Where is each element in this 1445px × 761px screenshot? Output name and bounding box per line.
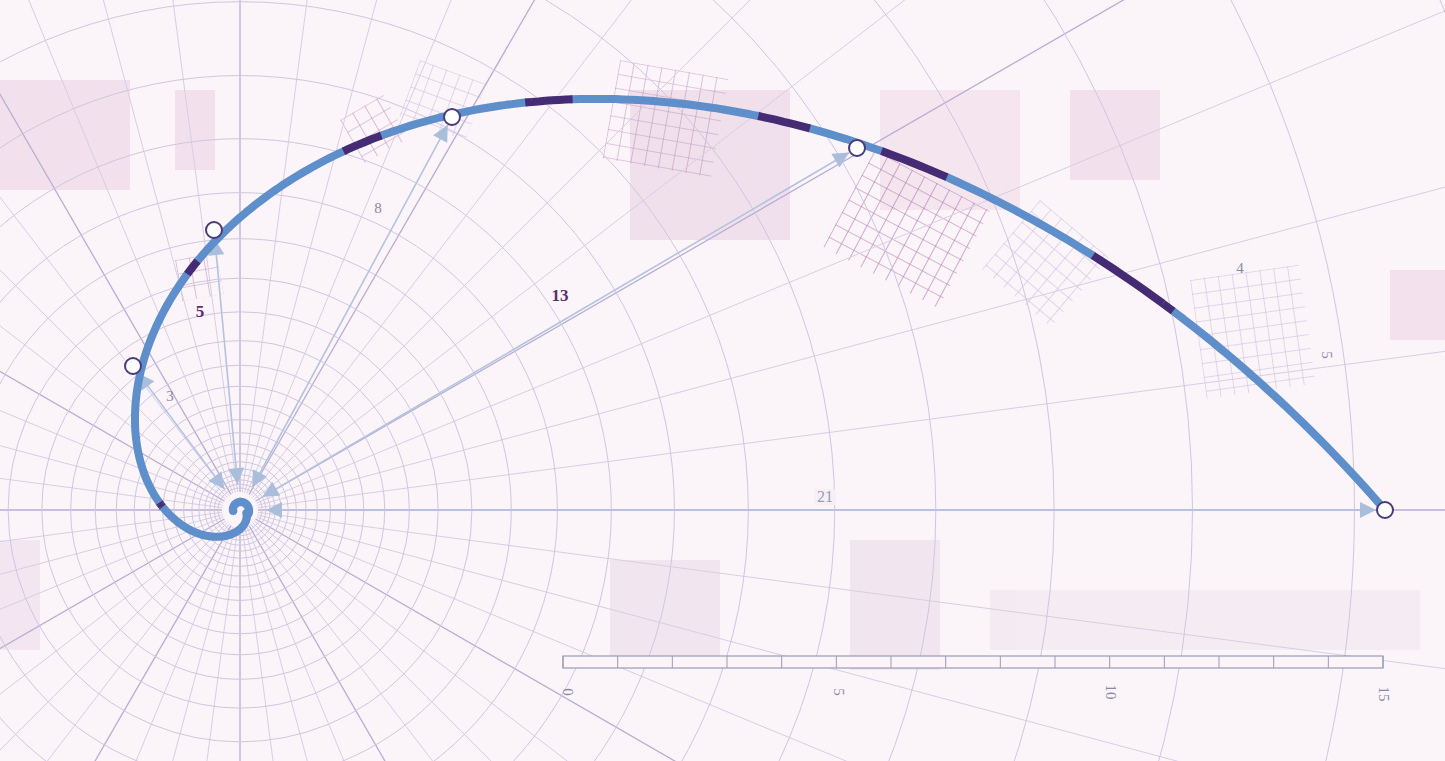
grid-ring [0, 193, 557, 761]
radius-line [138, 373, 224, 489]
grid-ring [184, 454, 297, 567]
radial-line [253, 0, 1442, 497]
scale-tick [1000, 656, 1001, 668]
spiral-point [849, 140, 865, 156]
scale-number: 5 [831, 688, 846, 696]
radial-line [0, 524, 229, 761]
scale-tick [1273, 656, 1274, 668]
radial-line [0, 0, 233, 493]
arrow-head [831, 153, 849, 168]
scale-number: 10 [1103, 685, 1118, 700]
scale-tick [1109, 656, 1110, 668]
spiral-point [125, 358, 141, 374]
grid-ring [0, 0, 1354, 761]
arrow-head [433, 125, 448, 143]
radial-line [0, 0, 224, 501]
radius-line [262, 153, 849, 497]
radial-line [257, 517, 1445, 761]
radial-line [258, 288, 1445, 508]
scale-tick [836, 656, 837, 668]
scale-tick [891, 656, 892, 668]
radial-line [0, 527, 233, 761]
spiral-point [1377, 502, 1393, 518]
scale-tick [1219, 656, 1220, 668]
radial-line [0, 526, 231, 761]
radial-line [0, 509, 222, 510]
radial-line [0, 0, 229, 496]
scale-tick [563, 656, 564, 668]
radial-line [239, 0, 240, 492]
scale-tick [945, 656, 946, 668]
callout-number: 8 [374, 201, 382, 216]
arrow-head [228, 467, 244, 484]
radial-line [0, 0, 227, 497]
spiral-point [206, 222, 222, 238]
scale-tick [727, 656, 728, 668]
scale-tick [617, 656, 618, 668]
scale-number: 15 [1376, 687, 1391, 702]
grid-ring [0, 239, 511, 761]
arrow-head [1360, 502, 1376, 518]
radius-line [215, 239, 238, 484]
radial-line [0, 519, 224, 761]
scale-number: 0 [560, 688, 575, 696]
radial-line [256, 519, 1445, 761]
radial-line [257, 515, 1445, 761]
callout-number: 13 [552, 287, 569, 304]
scale-tick [1055, 656, 1056, 668]
radial-line [0, 523, 227, 761]
callout-number: 21 [814, 489, 836, 505]
spiral-point [444, 109, 460, 125]
callout-number: 3 [166, 389, 174, 404]
grid-ring [192, 462, 288, 558]
arrow-head [262, 482, 280, 497]
radial-line [0, 70, 223, 505]
grid-ring [0, 0, 835, 761]
arrow-head [209, 472, 225, 490]
golden-spiral [135, 99, 1385, 537]
radial-line [258, 512, 1445, 732]
callout-number: 5 [1319, 351, 1334, 359]
radial-line [251, 0, 1275, 496]
radial-line [0, 0, 235, 493]
radial-line [257, 70, 1445, 505]
grid-ring [0, 139, 611, 761]
radial-line [258, 509, 1445, 510]
radial-line [247, 0, 891, 493]
spiral-segment [159, 99, 1173, 507]
radial-line [245, 0, 680, 493]
radius-line [266, 509, 1376, 511]
radius-line [252, 125, 447, 487]
scale-tick [1383, 656, 1384, 668]
callout-number: 5 [196, 303, 205, 320]
scale-tick [672, 656, 673, 668]
radial-line [0, 521, 226, 761]
radial-line [0, 0, 231, 494]
arrow-head [252, 469, 267, 487]
scale-bar [563, 656, 1383, 668]
grid-ring [0, 0, 1054, 761]
scale-tick [1164, 656, 1165, 668]
callout-number: 4 [1236, 261, 1244, 276]
arrow-head [266, 502, 282, 518]
scale-tick [781, 656, 782, 668]
scale-tick [1328, 656, 1329, 668]
radial-line [239, 528, 240, 761]
radial-line [0, 0, 223, 503]
grid-ring [0, 0, 1193, 761]
grid-ring [0, 2, 748, 761]
radial-line [249, 0, 1090, 494]
